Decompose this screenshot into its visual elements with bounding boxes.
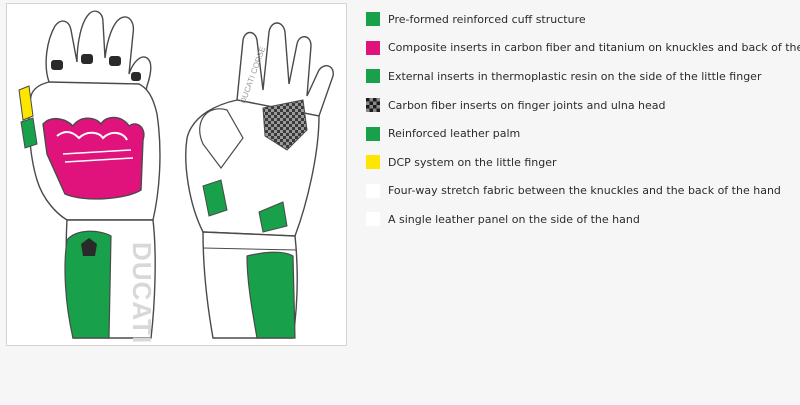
knuckle-ridge <box>62 149 134 163</box>
palm-cuff-green-insert <box>246 251 296 339</box>
legend-item-panel: A single leather panel on the side of th… <box>366 205 796 234</box>
palm-green-insert <box>258 201 288 233</box>
palm-glove-thumb <box>199 108 244 170</box>
legend-label: Composite inserts in carbon fiber and ti… <box>388 41 800 55</box>
legend-item-palm: Reinforced leather palm <box>366 119 796 148</box>
green-swatch <box>366 69 380 84</box>
legend-label: Pre-formed reinforced cuff structure <box>388 12 586 26</box>
palm-glove-fingers <box>236 22 334 117</box>
palm-green-insert <box>202 179 228 217</box>
legend-item-thermoplastic: External inserts in thermoplastic resin … <box>366 62 796 91</box>
white-swatch <box>366 183 380 198</box>
glove-illustration-panel: DUCATI DUCATI CORSE <box>6 3 347 346</box>
legend-label: Reinforced leather palm <box>388 127 521 141</box>
palm-glove: DUCATI CORSE <box>185 22 334 339</box>
legend-label: Four-way stretch fabric between the knuc… <box>388 184 781 198</box>
glove-illustration: DUCATI DUCATI CORSE <box>18 10 334 344</box>
legend-label: Carbon fiber inserts on finger joints an… <box>388 98 666 112</box>
back-knuckle-pad <box>131 72 141 81</box>
magenta-swatch <box>366 40 380 55</box>
back-of-hand-glove: DUCATI <box>18 10 161 344</box>
legend-item-dcp: DCP system on the little finger <box>366 148 796 177</box>
back-knuckle-pad <box>51 60 63 70</box>
feature-legend: Pre-formed reinforced cuff structure Com… <box>366 5 800 234</box>
cuff-seam <box>202 247 298 251</box>
legend-item-carbon: Carbon fiber inserts on finger joints an… <box>366 91 796 120</box>
carbon-fiber-insert <box>262 99 308 151</box>
knuckle-ridge <box>56 131 128 141</box>
legend-item-stretch: Four-way stretch fabric between the knuc… <box>366 177 796 206</box>
back-cuff-logo: DUCATI <box>127 242 157 344</box>
knuckle-composite-insert <box>42 116 145 200</box>
little-finger-green-insert <box>20 117 38 149</box>
legend-item-composite: Composite inserts in carbon fiber and ti… <box>366 34 800 63</box>
back-knuckle-pad <box>81 54 93 64</box>
white-swatch <box>366 212 380 227</box>
back-knuckle-pad <box>109 56 121 66</box>
green-swatch <box>366 126 380 141</box>
legend-label: DCP system on the little finger <box>388 155 557 169</box>
cuff-slider-icon <box>81 238 97 256</box>
carbon-checker-swatch <box>366 98 380 113</box>
legend-label: External inserts in thermoplastic resin … <box>388 69 762 83</box>
dcp-yellow-insert <box>18 85 34 121</box>
yellow-swatch <box>366 155 380 170</box>
green-swatch <box>366 12 380 27</box>
legend-label: A single leather panel on the side of th… <box>388 212 640 226</box>
back-cuff-green-insert <box>64 230 112 339</box>
legend-item-cuff: Pre-formed reinforced cuff structure <box>366 5 796 34</box>
